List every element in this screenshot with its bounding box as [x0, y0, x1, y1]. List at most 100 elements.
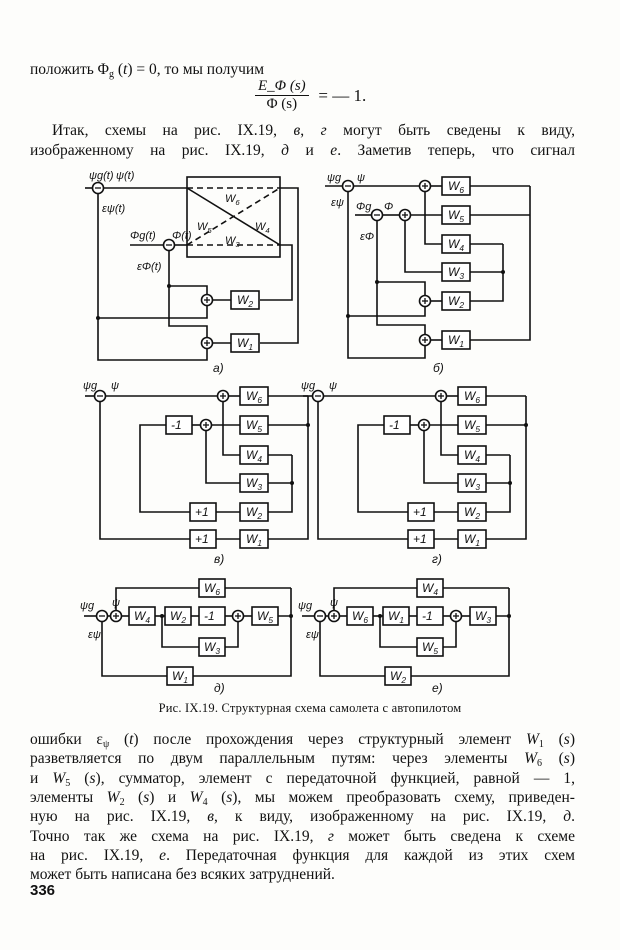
signal-label: ψg	[301, 380, 316, 392]
block-label: W6	[204, 581, 220, 597]
signal-line	[379, 616, 417, 648]
block-label: W4	[246, 448, 262, 464]
signal-line	[470, 186, 531, 341]
transfer-block	[457, 473, 487, 493]
transfer-block	[441, 291, 471, 311]
signal-line	[377, 281, 426, 295]
signal-label: Φ(t)	[172, 230, 192, 242]
panel-label: а)	[213, 361, 224, 375]
signal-line	[193, 616, 292, 677]
transfer-block	[384, 666, 412, 686]
transfer-block	[457, 445, 487, 465]
signal-line	[424, 192, 442, 245]
block-label: W4	[464, 448, 480, 464]
text-run: t	[123, 61, 128, 78]
text-line: ную на рис. IX.19, в, к виду, изображенн…	[30, 808, 575, 826]
transfer-block	[441, 205, 471, 225]
text-run: ,	[300, 122, 321, 139]
text-run: ψ	[102, 739, 110, 750]
text-run: s	[143, 789, 150, 806]
transfer-block	[239, 502, 269, 522]
branch-node	[378, 614, 382, 618]
block-label: W2	[448, 294, 464, 310]
text-run: (	[543, 731, 564, 748]
transfer-block	[165, 415, 193, 435]
text-run: s	[563, 750, 570, 767]
block-label: W4	[422, 581, 438, 597]
figure-caption: Рис. IX.19. Структурная схема самолета с…	[158, 701, 462, 715]
signal-line	[376, 221, 426, 334]
block-label: +1	[413, 532, 427, 546]
text-run: 6	[536, 758, 542, 769]
block-label: W5	[448, 208, 464, 224]
text-run: (	[124, 789, 144, 806]
signal-line	[97, 194, 208, 361]
signal-line	[268, 396, 309, 540]
signal-line	[486, 455, 511, 513]
text-run: г	[320, 122, 327, 139]
transfer-block	[441, 262, 471, 282]
block-label: W2	[237, 293, 253, 309]
text-run: ошибки ε	[30, 731, 103, 748]
text-run: 2	[119, 797, 125, 808]
formula-numerator: E_Φ (s)	[255, 78, 309, 96]
text-run: ) и	[149, 789, 190, 806]
branch-node	[524, 423, 528, 427]
text-run: изображенному на рис. IX.19,	[30, 142, 282, 159]
block-label: W3	[246, 476, 262, 492]
transfer-block	[189, 529, 217, 549]
signal-label: Φ	[384, 201, 393, 213]
text-run: )	[569, 731, 575, 748]
panel-label: г)	[432, 552, 442, 566]
transfer-block	[346, 606, 374, 626]
transfer-block	[128, 606, 156, 626]
transfer-block	[230, 290, 260, 310]
branch-node	[289, 614, 293, 618]
block-label: W1	[246, 532, 262, 548]
text-run: д	[563, 808, 572, 825]
text-run: . Заметив теперь, что сигнал	[337, 142, 575, 159]
transfer-block	[457, 386, 487, 406]
text-run: Итак, схемы на рис. IX.19,	[52, 122, 294, 139]
text-run: s	[563, 731, 570, 748]
text-run: Точно так же схема на рис. IX.19,	[30, 828, 328, 845]
transfer-block	[441, 176, 471, 196]
signal-label: Φg(t)	[130, 230, 156, 242]
signal-line	[423, 431, 458, 484]
branch-node	[167, 284, 171, 288]
signal-label: ψ	[357, 172, 365, 184]
transfer-block	[457, 502, 487, 522]
transfer-block	[441, 330, 471, 350]
signal-label: Φg	[356, 201, 372, 213]
signal-line	[440, 402, 458, 456]
signal-line	[260, 244, 293, 301]
panel-label: б)	[433, 361, 444, 375]
signal-line	[443, 622, 457, 648]
transfer-block	[407, 529, 435, 549]
block-label: W1	[464, 532, 480, 548]
signal-line	[486, 396, 527, 540]
signal-label: εψ	[331, 197, 344, 209]
text-run: . Передаточная функция для каждой из эти…	[166, 847, 575, 864]
transfer-block	[416, 606, 444, 626]
block-label: W1	[237, 336, 253, 352]
text-run: и	[30, 770, 53, 787]
signal-line	[357, 424, 408, 513]
signal-line	[319, 622, 385, 677]
signal-line	[496, 588, 510, 617]
transfer-block	[469, 606, 497, 626]
panel-label: в)	[214, 552, 224, 566]
block-label: -1	[389, 418, 400, 432]
branch-node	[306, 423, 310, 427]
text-run: 1	[538, 739, 544, 750]
text-run: s	[89, 770, 96, 787]
block-label: W5	[422, 640, 438, 656]
block-label: +1	[195, 505, 209, 519]
transfer-block	[198, 637, 226, 657]
block-label: W3	[464, 476, 480, 492]
text-run: е	[159, 847, 167, 864]
text-line: элементы W2 (s) и W4 (s), мы можем преоб…	[30, 789, 575, 808]
signal-line	[99, 402, 190, 540]
signal-label: εψ(t)	[102, 203, 126, 215]
text-line: может быть написана без всяких затруднен…	[30, 866, 575, 884]
